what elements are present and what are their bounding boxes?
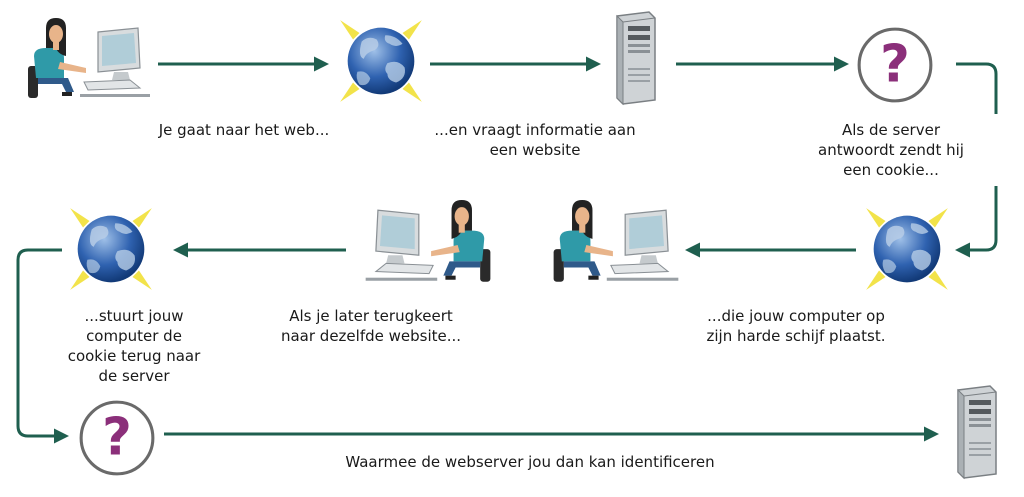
person-at-computer-icon [27,18,151,99]
globe-icon [70,208,152,290]
caption-line: een website [489,141,581,159]
caption-line: zijn harde schijf plaatst. [706,327,886,345]
flow-arrow [16,248,69,444]
person-at-computer-icon [552,200,679,283]
globe-icon [866,208,948,290]
caption-line: cookie terug naar [67,347,201,365]
caption-line: computer de [86,327,182,345]
question-mark-icon [79,400,155,476]
caption-line: naar dezelfde website... [280,327,462,345]
caption-line: Als de server [841,121,940,139]
server-tower-icon [616,11,656,105]
caption-step-7: Waarmee de webserver jou dan kan identif… [246,448,814,476]
caption-line: Als je later terugkeert [289,307,453,325]
caption-step-3: Als de server antwoordt zendt hij een co… [778,114,1004,186]
caption-line: een cookie... [843,161,939,179]
caption-line: Waarmee de webserver jou dan kan identif… [345,453,715,471]
caption-line: ...die jouw computer op [707,307,885,325]
server-tower-icon [957,385,997,479]
globe-icon [340,20,422,102]
caption-step-1: Je gaat naar het web... [122,114,366,146]
caption-step-2: ...en vraagt informatie aan een website [396,114,674,166]
caption-line: antwoordt zendt hij [818,141,964,159]
person-at-computer-icon [366,200,491,282]
caption-step-6: ...stuurt jouw computer de cookie terug … [34,300,234,392]
caption-line: Je gaat naar het web... [158,121,330,139]
question-mark-icon [857,27,933,103]
caption-step-5: Als je later terugkeert naar dezelfde we… [240,300,502,352]
caption-line: de server [98,367,170,385]
caption-step-4: ...die jouw computer op zijn harde schij… [670,300,922,352]
caption-line: ...en vraagt informatie aan [434,121,636,139]
caption-line: ...stuurt jouw [84,307,184,325]
